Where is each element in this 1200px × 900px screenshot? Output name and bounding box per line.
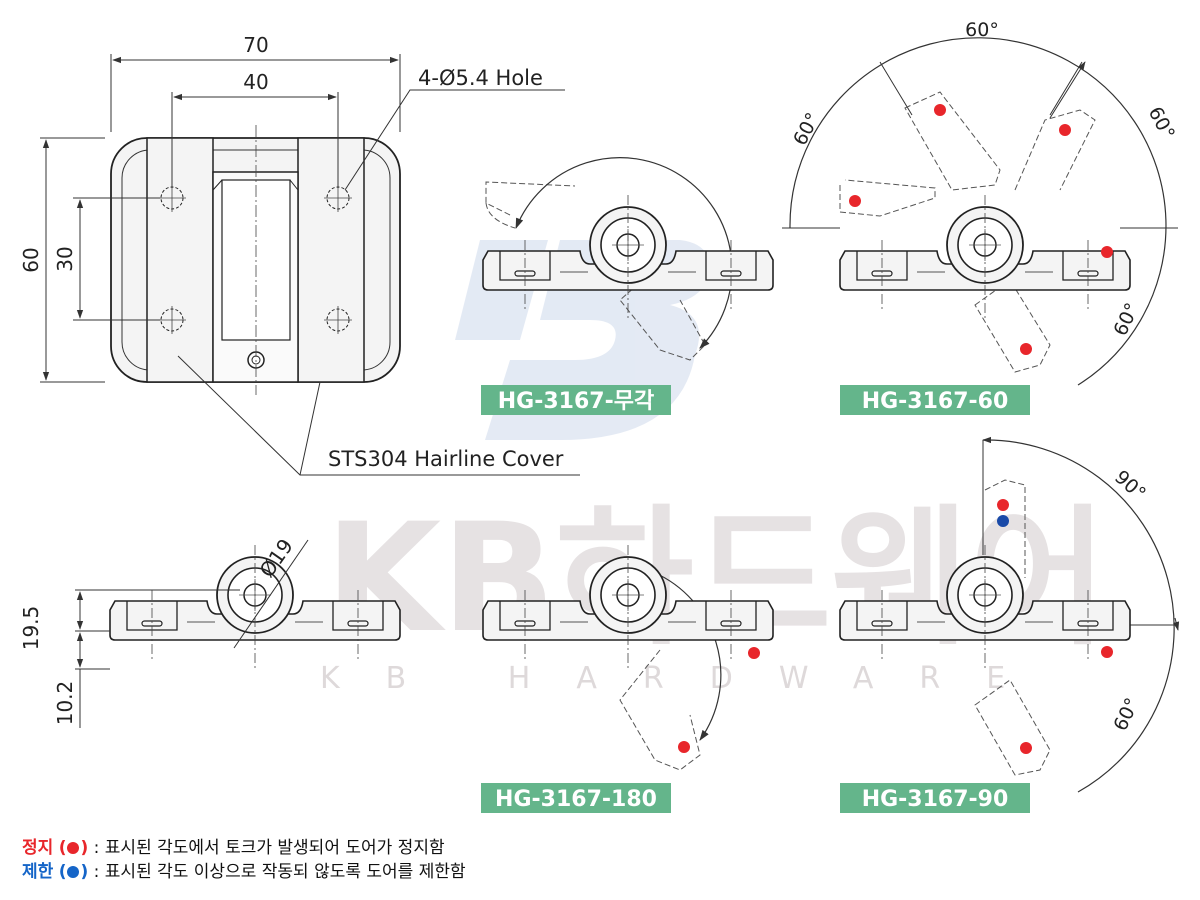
svg-text:HG-3167-180: HG-3167-180	[495, 787, 657, 812]
legend-stop-label: 정지	[22, 838, 54, 858]
angle-label-90: 90°	[1110, 466, 1150, 505]
dim-knuckle-height: 19.5	[19, 606, 43, 651]
model-tag-60: HG-3167-60	[840, 385, 1030, 415]
legend-limit: 제한 () : 표시된 각도 이상으로 작동되 않도록 도어를 제한함	[22, 862, 466, 882]
legend-limit-text: : 표시된 각도 이상으로 작동되 않도록 도어를 제한함	[93, 862, 466, 882]
hinge-front-view: 70 40 60 30 4-Ø5.4 Hole STS304 Hairline …	[19, 33, 580, 476]
angle-label-lower: 60°	[1109, 300, 1143, 340]
brand-sub-watermark: KB HARDWARE	[320, 661, 1051, 696]
stop-indicator-dot	[997, 499, 1113, 754]
dim-overall-width: 70	[243, 33, 268, 57]
model-90-view	[839, 436, 1180, 793]
hole-callout: 4-Ø5.4 Hole	[418, 66, 543, 90]
svg-text:HG-3167-90: HG-3167-90	[862, 787, 1009, 812]
svg-text:HG-3167-60: HG-3167-60	[862, 389, 1009, 414]
angle-label-left: 60°	[789, 109, 824, 149]
legend-limit-label: 제한	[22, 862, 54, 882]
dim-overall-height: 60	[19, 247, 43, 272]
angle-label-top: 60°	[965, 19, 999, 41]
svg-text:HG-3167-무각: HG-3167-무각	[498, 389, 654, 414]
model-180-view	[482, 544, 774, 771]
stop-dot-icon	[67, 842, 80, 854]
legend-stop: 정지 () : 표시된 각도에서 토크가 발생되어 도어가 정지함	[22, 838, 445, 858]
dim-leaf-thickness: 10.2	[53, 681, 77, 726]
model-60-view	[782, 37, 1178, 386]
model-tag-180: HG-3167-180	[481, 783, 671, 813]
dim-hole-spacing-height: 30	[53, 246, 77, 271]
stop-indicator-dot	[849, 104, 1113, 355]
limit-dot-icon	[67, 866, 80, 878]
angle-label-90-lower: 60°	[1109, 695, 1143, 735]
legend-stop-text: : 표시된 각도에서 토크가 발생되어 도어가 정지함	[93, 838, 445, 858]
model-free-angle-view	[482, 157, 774, 361]
angle-label-right: 60°	[1144, 103, 1179, 143]
limit-indicator-dot	[997, 515, 1009, 527]
dim-hole-spacing-width: 40	[243, 70, 268, 94]
stop-indicator-dot	[678, 647, 760, 753]
cover-callout: STS304 Hairline Cover	[328, 447, 564, 471]
model-tag-90: HG-3167-90	[840, 783, 1030, 813]
model-tag-free-angle: HG-3167-무각	[481, 385, 671, 415]
